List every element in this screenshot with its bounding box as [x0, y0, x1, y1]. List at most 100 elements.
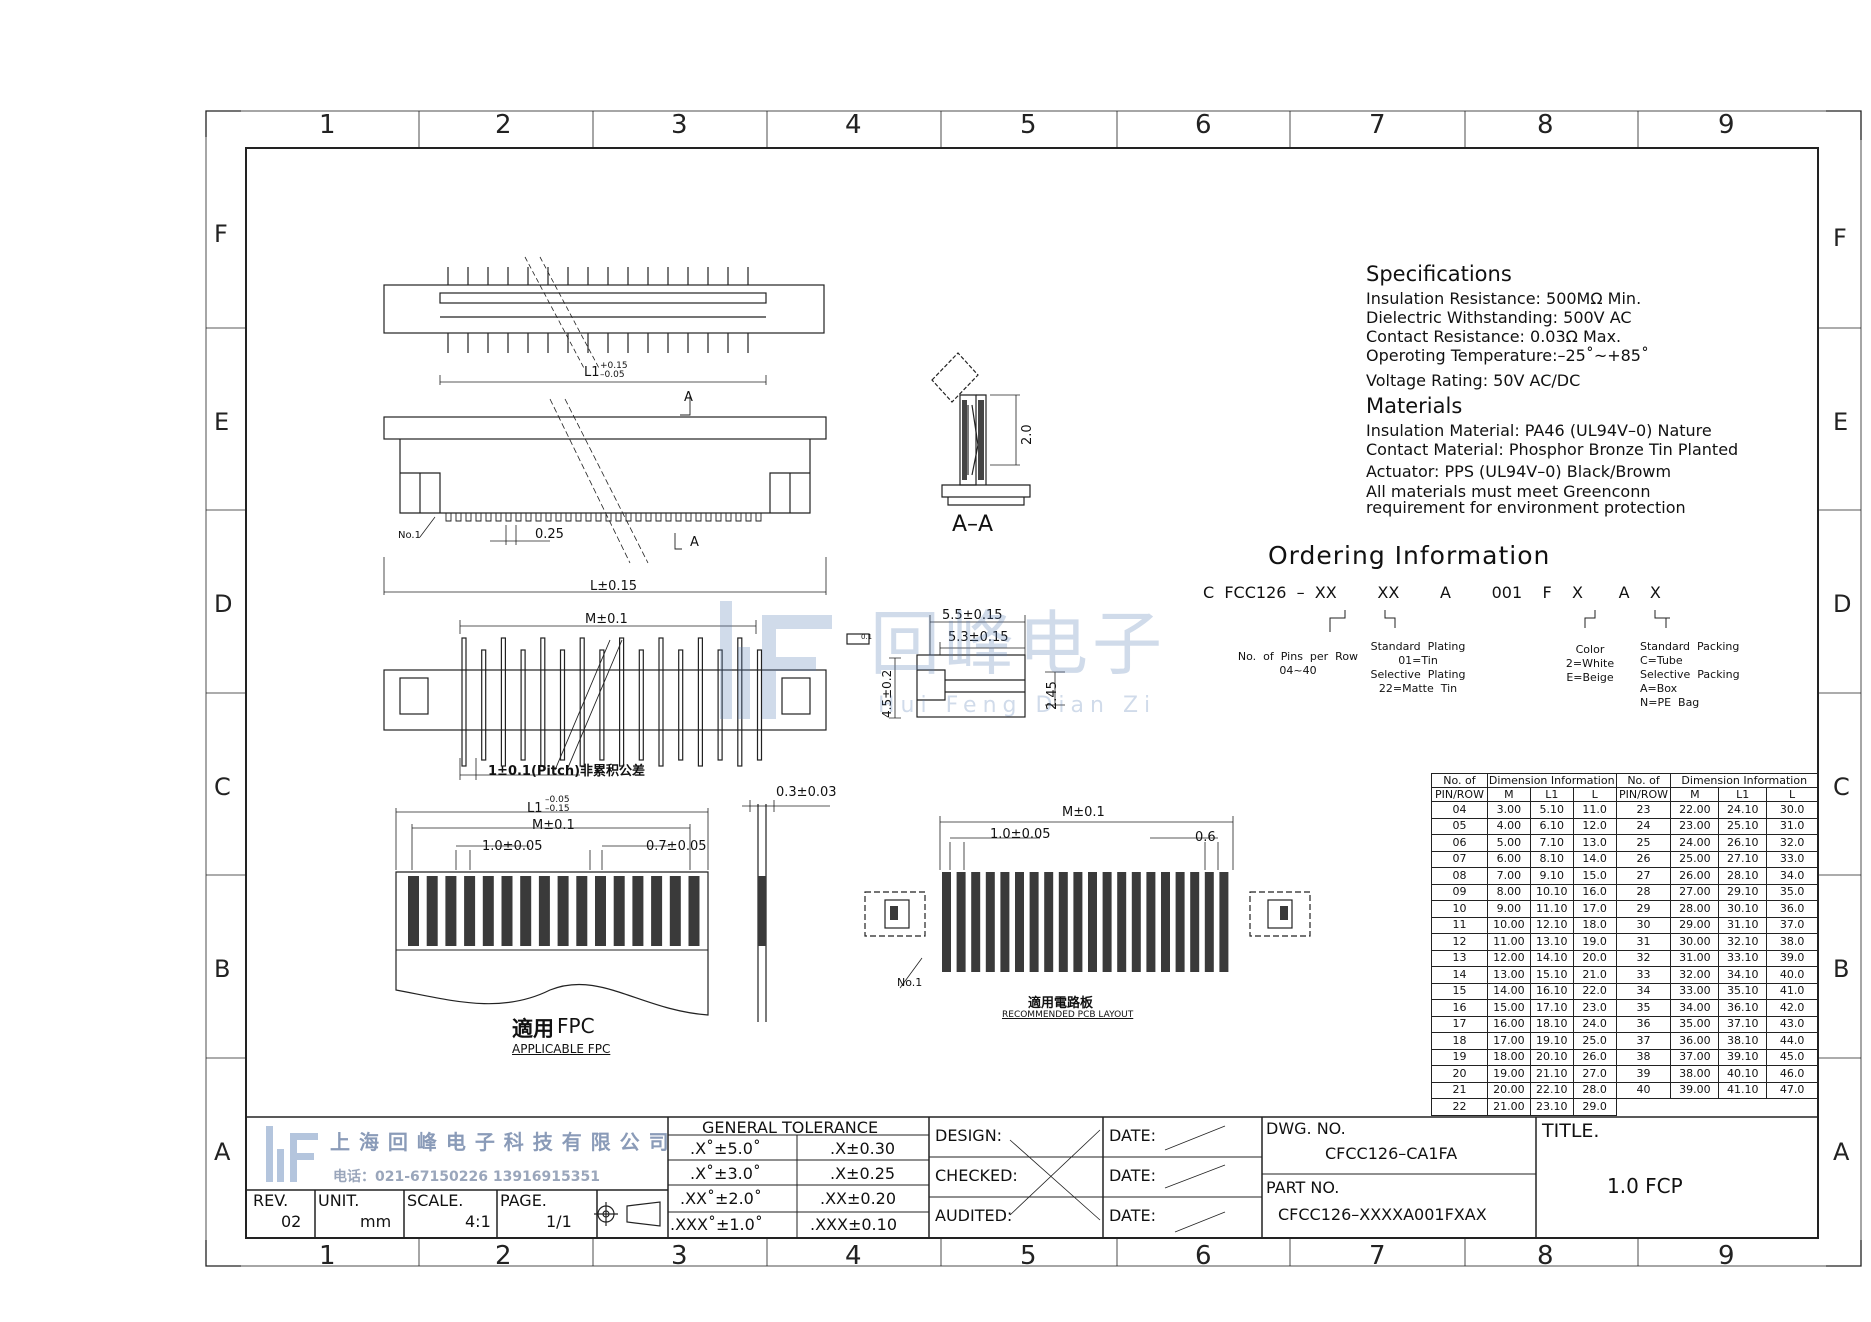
zone-col-5-top: 5 [1020, 110, 1037, 140]
table-cell: 6.10 [1529, 817, 1574, 835]
pcb-pad [1117, 872, 1127, 972]
dim-l1-fpc-tolerance: –0.05 –0.15 [545, 795, 570, 814]
connector-pin [461, 637, 467, 767]
date-label: DATE: [1109, 1126, 1157, 1145]
table-cell: 38.00 [1670, 1065, 1720, 1083]
pcb-pad [1102, 872, 1112, 972]
section-mark-a-bottom: A [690, 535, 699, 550]
contact-tail [725, 513, 732, 522]
table-cell: 20.10 [1529, 1048, 1574, 1066]
pcb-pad [1029, 872, 1039, 972]
fpc-contact-pad [501, 876, 513, 946]
zone-col-6-top: 6 [1195, 110, 1212, 140]
section-a-a-title: A–A [952, 512, 994, 537]
zone-col-9-top: 9 [1718, 110, 1735, 140]
table-cell: 19.0 [1572, 933, 1617, 951]
pcb-pad [1161, 872, 1170, 972]
table-cell: 32.0 [1766, 834, 1818, 852]
connector-pin [717, 649, 723, 761]
table-cell: 32 [1615, 949, 1672, 967]
pcb-pad [1058, 872, 1068, 972]
contact-tail [615, 513, 622, 522]
table-cell: 7.10 [1529, 834, 1574, 852]
dim-fpc-thickness: 0.3±0.03 [776, 785, 837, 800]
pcb-pad [985, 872, 995, 972]
fpc-contact-pad [538, 876, 550, 946]
fpc-contact-pad [520, 876, 532, 946]
spec-line: Voltage Rating: 50V AC/DC [1366, 371, 1581, 390]
table-cell: 36.0 [1766, 900, 1818, 918]
contact-tail [535, 513, 542, 522]
checked-label: CHECKED: [935, 1166, 1018, 1185]
specifications-block: Specifications Insulation Resistance: 50… [1366, 262, 1738, 516]
connector-pin [697, 637, 703, 767]
table-header-col: L1 [1718, 787, 1768, 802]
ordering-label-pins: No. of Pins per Row 04~40 [1237, 650, 1359, 677]
fpc-contact-pad [482, 876, 494, 946]
fpc-title-en: FPC [557, 1014, 595, 1038]
dim-m-01-bottom-view: M±0.1 [585, 612, 628, 627]
table-cell: 42.0 [1766, 999, 1818, 1017]
pin-1-label-pcb: No.1 [897, 976, 923, 989]
zone-row-c-right: C [1833, 773, 1850, 801]
fpc-subtitle: APPLICABLE FPC [512, 1042, 611, 1056]
fpc-title-cn: 適用 [512, 1017, 554, 1041]
contact-tail [565, 513, 572, 522]
zone-col-9-bottom: 9 [1718, 1241, 1735, 1271]
table-cell: 16.00 [1486, 1015, 1531, 1033]
table-cell: 22.0 [1572, 982, 1617, 1000]
section-a-a-view [931, 352, 1031, 506]
table-cell: 27.10 [1718, 850, 1768, 868]
pcb-pad [1131, 872, 1141, 972]
fpc-contact-pad [426, 876, 438, 946]
pcb-title-cn: 適用電路板 [1028, 996, 1094, 1011]
table-cell: 16.0 [1572, 883, 1617, 901]
dimension-table: No. of Dimension Information No. of Dime… [1431, 773, 1818, 1116]
table-cell: 12 [1431, 933, 1488, 951]
zone-col-7-top: 7 [1369, 110, 1386, 140]
table-cell: 15.10 [1529, 966, 1574, 984]
part-no-value: CFCC126–XXXXA001FXAX [1278, 1205, 1487, 1224]
general-tolerance-heading: GENERAL TOLERANCE [702, 1118, 879, 1137]
contact-tail [505, 513, 512, 522]
table-cell: 23.00 [1670, 817, 1720, 835]
tolerance-angle-4: .XXX˚±1.0˚ [670, 1215, 763, 1234]
table-cell: 23 [1615, 801, 1672, 819]
contact-tail [445, 513, 452, 522]
connector-pin [658, 637, 664, 767]
flatness-box-label: 0.1 [861, 633, 873, 641]
table-cell: 05 [1431, 817, 1488, 835]
table-cell: 29.0 [1572, 1098, 1617, 1116]
contact-tail [465, 513, 472, 522]
dim-m-01-pcb: M±0.1 [1062, 805, 1105, 820]
material-line: All materials must meet Greenconn [1366, 482, 1651, 501]
ordering-heading: Ordering Information [1268, 541, 1551, 570]
table-header-col: M [1670, 787, 1720, 802]
contact-tail [645, 513, 652, 522]
table-cell: 15.00 [1486, 999, 1531, 1017]
contact-tail [595, 513, 602, 522]
spec-line: Operoting Temperature:–25˚~+85˚ [1366, 346, 1649, 365]
contact-tail [515, 513, 522, 522]
specifications-heading: Specifications [1366, 262, 1512, 286]
connector-pin [599, 649, 605, 761]
dwg-no-value: CFCC126–CA1FA [1325, 1144, 1458, 1163]
table-cell: 44.0 [1766, 1032, 1818, 1050]
page-label: PAGE. [500, 1191, 547, 1210]
table-cell: 23.10 [1529, 1098, 1574, 1116]
table-cell: 17.0 [1572, 900, 1617, 918]
pcb-pad [1073, 872, 1083, 972]
fpc-contact-pad [651, 876, 663, 946]
dim-fpc-10: 1.0±0.05 [482, 839, 543, 854]
fpc-contact-pad [613, 876, 625, 946]
table-header-col: PIN/ROW [1431, 787, 1488, 802]
design-label: DESIGN: [935, 1126, 1003, 1145]
ordering-leaders [1329, 610, 1670, 632]
zone-row-f-left: F [214, 220, 228, 248]
pcb-pad [1044, 872, 1054, 972]
